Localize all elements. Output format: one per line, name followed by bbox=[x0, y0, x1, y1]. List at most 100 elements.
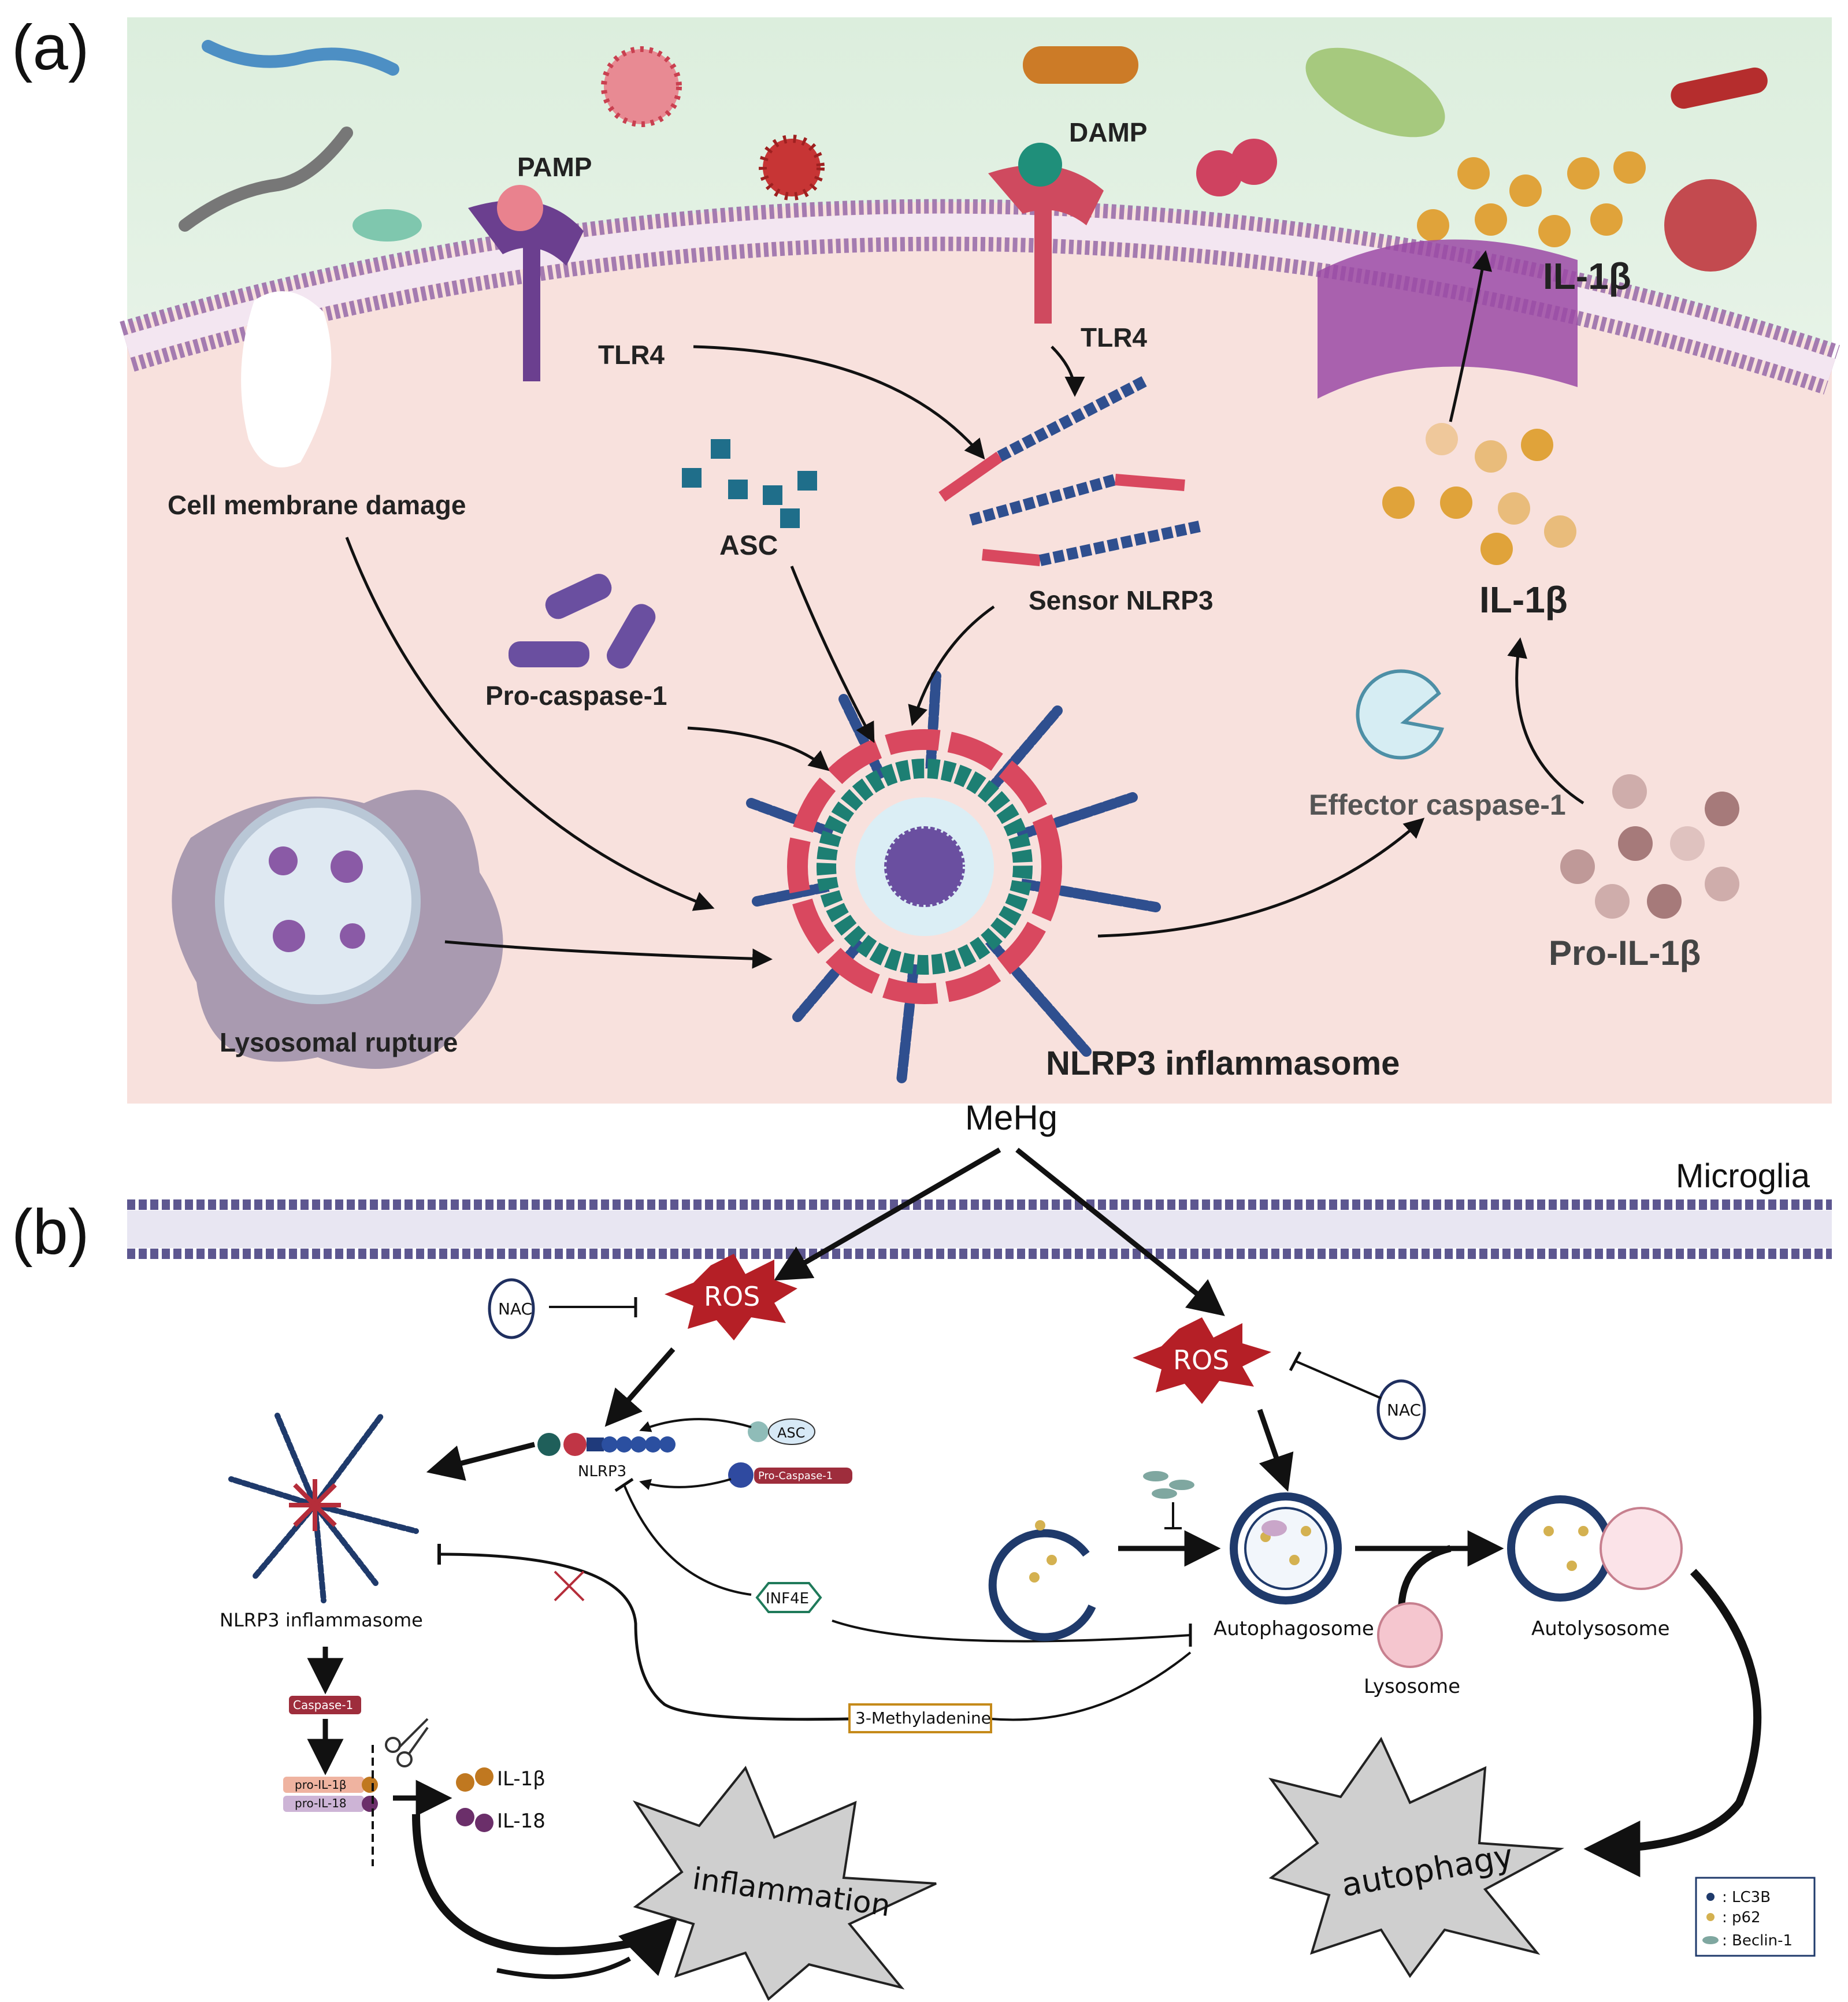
pro-caspase1-label: Pro-caspase-1 bbox=[485, 681, 667, 711]
bacterium-icon bbox=[179, 127, 353, 232]
membrane-damage-gap bbox=[241, 291, 332, 467]
cluster-icon bbox=[1664, 179, 1757, 272]
sensor-nlrp3-label: Sensor NLRP3 bbox=[1029, 585, 1214, 615]
nlrp3-molecule: NLRP3 bbox=[537, 1433, 676, 1480]
ros-left-label: ROS bbox=[704, 1281, 760, 1312]
panel-a: (a) PAMP DAMP TLR4 TLR4 IL-1β IL-1β Cell… bbox=[12, 12, 1840, 1104]
tlr4-receptor-left bbox=[468, 185, 584, 381]
il1b-secreted bbox=[1417, 151, 1646, 247]
caspase1-b: Caspase-1 bbox=[289, 1696, 361, 1714]
pro-caspase1-b-label: Pro-Caspase-1 bbox=[758, 1470, 833, 1482]
il1b-out-label: IL-1β bbox=[1543, 255, 1631, 297]
to-autophagy-arrow bbox=[1583, 1569, 1762, 1877]
il1b-in-label: IL-1β bbox=[1479, 579, 1568, 621]
caspase1-b-label: Caspase-1 bbox=[293, 1698, 353, 1712]
methyladenine-box: 3-Methyladenine bbox=[848, 1703, 992, 1733]
asc-molecules bbox=[682, 439, 817, 528]
ros-burst-right: ROS bbox=[1133, 1317, 1271, 1404]
legend-label-lc3b: : LC3B bbox=[1722, 1889, 1771, 1906]
nlrp3-inflammasome bbox=[746, 671, 1161, 1086]
microglia-label: Microglia bbox=[1676, 1157, 1810, 1195]
damp-label: DAMP bbox=[1069, 117, 1147, 147]
legend-swatch-beclin1 bbox=[1702, 1936, 1719, 1944]
pro-il1b-label: Pro-IL-1β bbox=[1549, 934, 1701, 972]
bacterium-icon bbox=[1305, 47, 1445, 138]
effector-caspase1-label: Effector caspase-1 bbox=[1309, 789, 1566, 821]
pro-caspase1-molecule: Pro-Caspase-1 bbox=[728, 1462, 852, 1488]
microglia-membrane bbox=[127, 1199, 1832, 1259]
panel-a-arrows bbox=[345, 250, 1584, 969]
panel-b: (b) MeHg Microglia ROS ROS NAC bbox=[12, 1098, 1832, 2001]
inf4e-inhibit-nlrp3 bbox=[623, 1484, 752, 1596]
bacterium-icon bbox=[1023, 46, 1138, 84]
autophagosome-label: Autophagosome bbox=[1214, 1617, 1374, 1640]
panel-b-tag: (b) bbox=[12, 1197, 89, 1268]
bacterium-icon bbox=[202, 40, 399, 76]
pamp-label: PAMP bbox=[517, 152, 592, 182]
pamp-ligand bbox=[497, 185, 543, 231]
inf4e-label: INF4E bbox=[766, 1590, 809, 1607]
pro-il1b-molecules bbox=[1560, 774, 1739, 919]
methyladenine-inhibit-autophagosome bbox=[990, 1651, 1192, 1721]
autolysosome-label: Autolysosome bbox=[1531, 1617, 1670, 1640]
lysosome: Lysosome bbox=[1364, 1602, 1460, 1698]
panel-a-tag: (a) bbox=[12, 12, 89, 83]
nac-left-label: NAC bbox=[498, 1299, 532, 1318]
methyladenine-inhibit-inflammasome bbox=[439, 1552, 850, 1721]
autophagy-burst: autophagy bbox=[1268, 1736, 1565, 1978]
nac-right-label: NAC bbox=[1387, 1401, 1421, 1420]
pro-il1b-b-label: pro-IL-1β bbox=[295, 1778, 347, 1792]
il1b-product: IL-1β bbox=[456, 1767, 546, 1792]
tlr4-receptor-right bbox=[988, 143, 1104, 324]
virus-icon bbox=[601, 46, 682, 127]
inf4e-inhibit-autophagosome bbox=[832, 1620, 1191, 1643]
bacterium-icon bbox=[1671, 67, 1768, 109]
il18-product-label: IL-18 bbox=[497, 1810, 546, 1833]
effector-caspase1 bbox=[1356, 669, 1445, 760]
lysosome-label: Lysosome bbox=[1364, 1675, 1460, 1698]
scissors-icon bbox=[385, 1718, 429, 1767]
asc-b-label: ASC bbox=[777, 1425, 805, 1441]
pro-il18-b: pro-IL-18 bbox=[283, 1796, 378, 1812]
nlrp3-label: NLRP3 bbox=[578, 1463, 626, 1480]
legend-swatch-p62 bbox=[1706, 1913, 1715, 1921]
il1b-product-label: IL-1β bbox=[497, 1767, 546, 1791]
bacterium-icon bbox=[352, 209, 422, 242]
cytoplasm bbox=[127, 202, 1832, 1104]
phagophore bbox=[988, 1520, 1096, 1641]
blocked-mark bbox=[554, 1570, 585, 1602]
autophagosome: Autophagosome bbox=[1214, 1492, 1374, 1640]
nac-right: NAC bbox=[1289, 1351, 1426, 1440]
pro-caspase1 bbox=[509, 574, 656, 669]
nac-left: NAC bbox=[488, 1278, 637, 1339]
virus-icon bbox=[759, 135, 825, 200]
sensor-nlrp3 bbox=[938, 376, 1204, 566]
tlr4-right-label: TLR4 bbox=[1081, 322, 1147, 352]
membrane-pore bbox=[1318, 239, 1578, 399]
to-inflammation-arrow bbox=[412, 1814, 678, 1977]
il18-product: IL-18 bbox=[456, 1808, 546, 1833]
coccus-icon bbox=[1231, 139, 1277, 185]
pro-il1b-b: pro-IL-1β bbox=[283, 1777, 378, 1793]
lysosomal-rupture-label: Lysosomal rupture bbox=[220, 1027, 458, 1057]
inflammation-burst: inflammation bbox=[632, 1766, 937, 2001]
autolysosome: Autolysosome bbox=[1507, 1495, 1683, 1640]
legend: : LC3B : p62 : Beclin-1 bbox=[1695, 1877, 1816, 1957]
nlrp3-inflammasome-label: NLRP3 inflammasome bbox=[1046, 1045, 1400, 1082]
pro-il18-b-label: pro-IL-18 bbox=[295, 1796, 347, 1810]
ros-burst-left: ROS bbox=[665, 1254, 797, 1340]
inf4e-box: INF4E bbox=[755, 1582, 822, 1613]
damp-ligand bbox=[1018, 143, 1062, 187]
ros-right-label: ROS bbox=[1173, 1344, 1229, 1376]
asc-molecule: ASC bbox=[748, 1418, 815, 1445]
nlrp3-inflammasome-b: NLRP3 inflammasome bbox=[220, 1413, 423, 1631]
mehg-label: MeHg bbox=[965, 1098, 1057, 1137]
methyladenine-label: 3-Methyladenine bbox=[855, 1708, 991, 1728]
beclin1-marks bbox=[1143, 1471, 1194, 1499]
tlr4-left-label: TLR4 bbox=[598, 340, 665, 370]
legend-label-p62: : p62 bbox=[1722, 1909, 1761, 1926]
il1b-intracellular bbox=[1382, 423, 1576, 565]
nlrp3-inflammasome-b-label: NLRP3 inflammasome bbox=[220, 1609, 423, 1631]
lysosome-rupture bbox=[172, 790, 503, 1069]
